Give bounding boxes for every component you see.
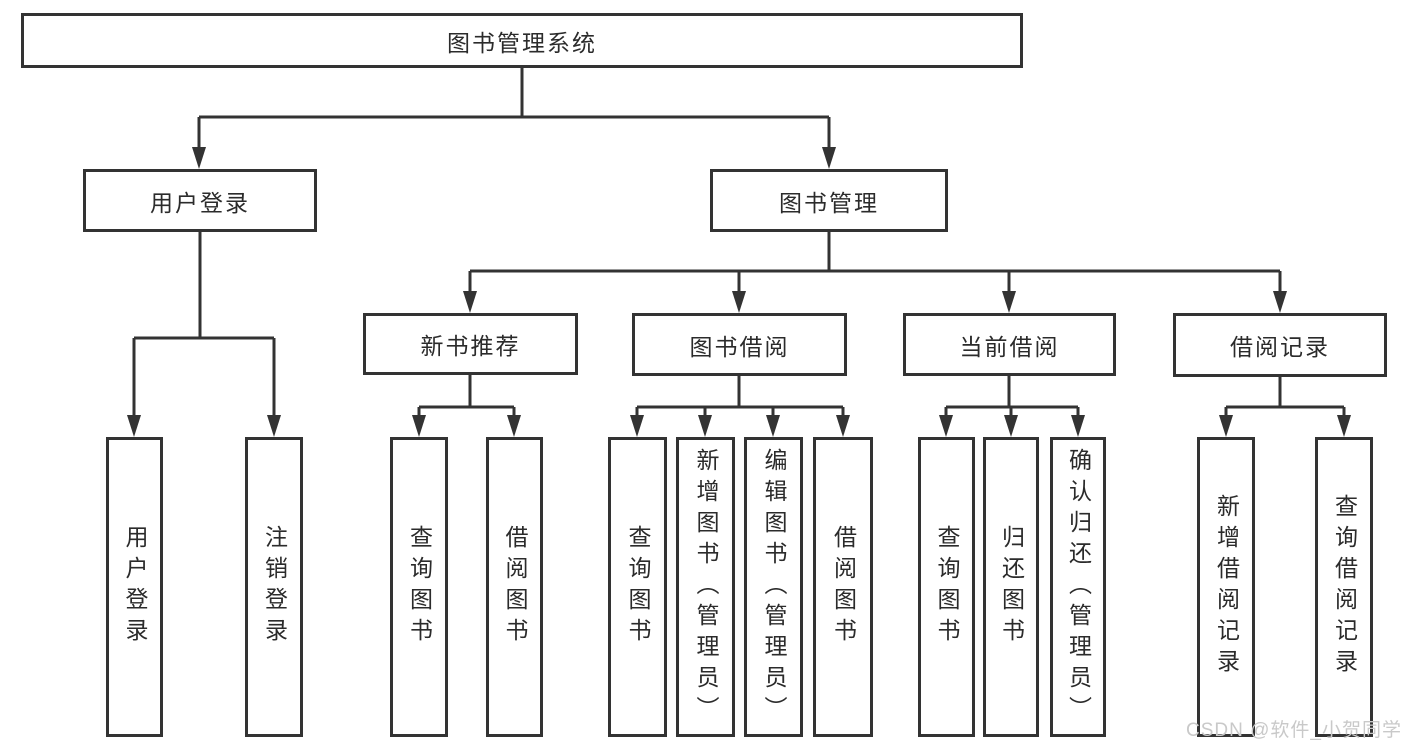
leaf-current-query-books: 查询图书 bbox=[918, 437, 975, 737]
node-label: 新增图书（管理员） bbox=[693, 447, 719, 727]
node-book-borrowing: 图书借阅 bbox=[632, 313, 847, 376]
leaf-records-add-record: 新增借阅记录 bbox=[1197, 437, 1255, 737]
leaf-records-query-record: 查询借阅记录 bbox=[1315, 437, 1373, 737]
node-label: 确认归还（管理员） bbox=[1065, 447, 1092, 727]
leaf-borrowing-query-books: 查询图书 bbox=[608, 437, 667, 737]
node-label: 新增借阅记录 bbox=[1213, 494, 1240, 680]
node-label: 用户登录 bbox=[150, 189, 250, 216]
leaf-recommend-borrow-books: 借阅图书 bbox=[486, 437, 543, 737]
node-label: 注销登录 bbox=[261, 525, 288, 649]
leaf-recommend-query-books: 查询图书 bbox=[390, 437, 448, 737]
node-label: 查询图书 bbox=[406, 525, 433, 649]
node-library-management-system: 图书管理系统 bbox=[21, 13, 1023, 68]
node-label: 新书推荐 bbox=[420, 333, 521, 359]
connector-path bbox=[132, 68, 1346, 419]
watermark: CSDN @软件_小贺同学 bbox=[1186, 720, 1402, 741]
node-label: 编辑图书（管理员） bbox=[761, 447, 787, 727]
node-label: 当前借阅 bbox=[959, 333, 1060, 360]
node-label: 查询图书 bbox=[934, 525, 960, 649]
node-label: 借阅图书 bbox=[830, 525, 857, 649]
leaf-current-return-books: 归还图书 bbox=[983, 437, 1039, 737]
node-book-management: 图书管理 bbox=[710, 169, 948, 232]
leaf-borrowing-borrow-books: 借阅图书 bbox=[813, 437, 873, 737]
node-label: 借阅记录 bbox=[1230, 334, 1330, 360]
node-new-book-recommend: 新书推荐 bbox=[363, 313, 578, 375]
node-label: 用户登录 bbox=[122, 525, 148, 649]
node-user-login-group: 用户登录 bbox=[83, 169, 317, 232]
arrowheads bbox=[127, 147, 1351, 437]
node-label: 借阅图书 bbox=[502, 525, 528, 649]
leaf-user-login: 用户登录 bbox=[106, 437, 163, 737]
node-borrowing-records: 借阅记录 bbox=[1173, 313, 1387, 377]
leaf-borrowing-edit-books-admin: 编辑图书（管理员） bbox=[744, 437, 803, 737]
leaf-logout: 注销登录 bbox=[245, 437, 303, 737]
node-label: 归还图书 bbox=[998, 525, 1025, 649]
node-current-borrowing: 当前借阅 bbox=[903, 313, 1116, 376]
node-label: 图书借阅 bbox=[689, 333, 790, 360]
leaf-borrowing-add-books-admin: 新增图书（管理员） bbox=[676, 437, 735, 737]
node-label: 查询图书 bbox=[625, 525, 651, 649]
node-label: 图书管理 bbox=[779, 189, 879, 216]
node-label: 查询借阅记录 bbox=[1331, 494, 1358, 680]
node-label: 图书管理系统 bbox=[447, 29, 597, 56]
leaf-current-confirm-return-admin: 确认归还（管理员） bbox=[1050, 437, 1106, 737]
